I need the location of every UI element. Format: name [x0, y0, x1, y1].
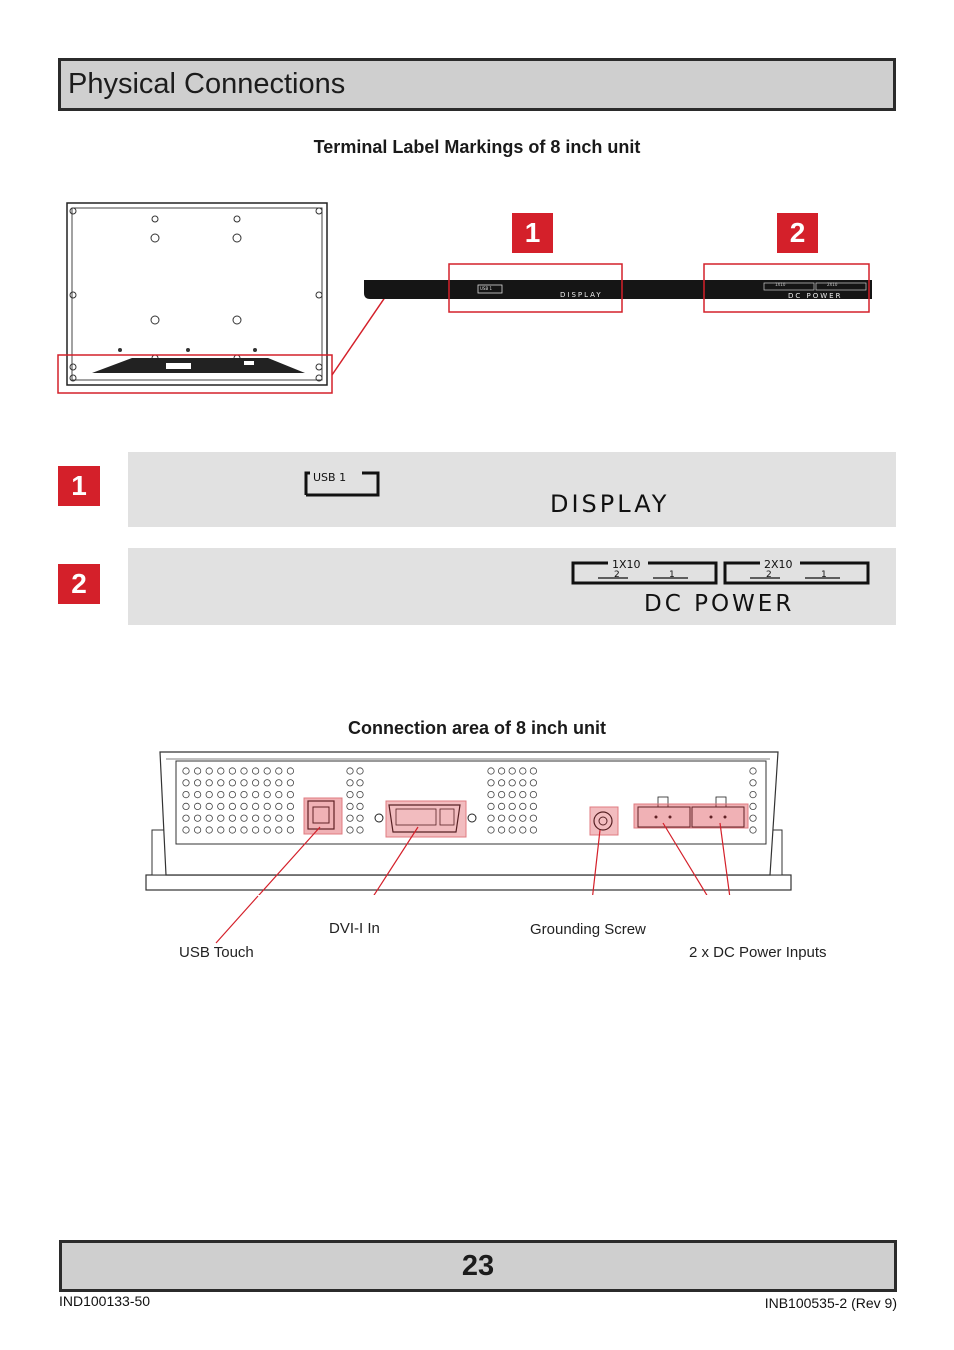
- connection-area-diagram: [145, 751, 792, 895]
- page-number: 23: [461, 1249, 495, 1282]
- dc-leader-line-b: [719, 822, 731, 895]
- label-2-pin-1a: 1: [669, 570, 675, 580]
- usb-leader-line: [258, 826, 321, 895]
- label-1-graphic: USB 1 DISPLAY: [304, 469, 669, 518]
- label-2-row: 1X10 2 1 2X10 2 1 DC POWER: [128, 548, 896, 625]
- callout-leader-extensions: [215, 895, 259, 944]
- unit-side-view: [145, 751, 792, 891]
- footer-doc-id-right: INB100535-2 (Rev 9): [764, 1295, 897, 1311]
- strip-dc-power-label: DC POWER: [788, 292, 842, 300]
- heading-label-markings: Terminal Label Markings of 8 inch unit: [313, 137, 641, 157]
- grounding-screw-highlight: [589, 806, 619, 836]
- dvi-port-highlight: [385, 800, 467, 838]
- section-title-bar: Physical Connections: [58, 58, 896, 111]
- label-1-usb: USB 1: [313, 471, 346, 484]
- label-1-display: DISPLAY: [550, 490, 669, 518]
- label-2-pin-2b: 2: [766, 570, 772, 580]
- marker-1-top: 1: [512, 213, 553, 253]
- unit-back-view: [66, 202, 328, 386]
- callout-dvi-in: DVI-I In: [329, 920, 380, 937]
- marker-1: 1: [58, 466, 100, 506]
- strip-dc2-label: 2X10: [827, 282, 838, 287]
- dc-inputs-highlight: [633, 803, 749, 829]
- footer-doc-id-left: IND100133-50: [59, 1293, 151, 1309]
- marker-2-top: 2: [777, 213, 818, 253]
- terminal-label-diagram: USB 1 DISPLAY 1X10 2X10 DC POWER: [57, 202, 872, 394]
- dvi-leader-line: [373, 826, 419, 895]
- grounding-leader-line: [592, 829, 601, 895]
- page-number-bar: 23: [59, 1240, 897, 1292]
- display-highlight-box: [448, 263, 623, 313]
- strip-usb-label: USB 1: [480, 286, 492, 291]
- heading-connection-area: Connection area of 8 inch unit: [347, 718, 607, 738]
- dc-power-highlight-box: [703, 263, 870, 313]
- usb-port-highlight: [303, 797, 343, 835]
- callout-usb-touch: USB Touch: [179, 944, 254, 961]
- section-title: Physical Connections: [68, 68, 346, 100]
- label-2-pin-1b: 1: [821, 570, 827, 580]
- callout-grounding-screw: Grounding Screw: [530, 921, 646, 938]
- label-2-port-b: 2X10: [764, 558, 793, 571]
- label-2-port-a: 1X10: [612, 558, 641, 571]
- label-strip: USB 1 DISPLAY 1X10 2X10 DC POWER: [364, 280, 872, 300]
- label-2-pin-2a: 2: [614, 570, 620, 580]
- strip-dc1-label: 1X10: [775, 282, 786, 287]
- label-2-graphic: 1X10 2 1 2X10 2 1 DC POWER: [571, 558, 870, 617]
- dc-leader-line-a: [662, 822, 708, 895]
- strip-display-label: DISPLAY: [560, 291, 603, 299]
- zoom-leader-line: [331, 289, 391, 376]
- marker-2: 2: [58, 564, 100, 604]
- label-2-dc-power: DC POWER: [644, 591, 794, 617]
- callout-dc-power-inputs: 2 x DC Power Inputs: [689, 944, 827, 961]
- label-1-row: USB 1 DISPLAY: [128, 452, 896, 527]
